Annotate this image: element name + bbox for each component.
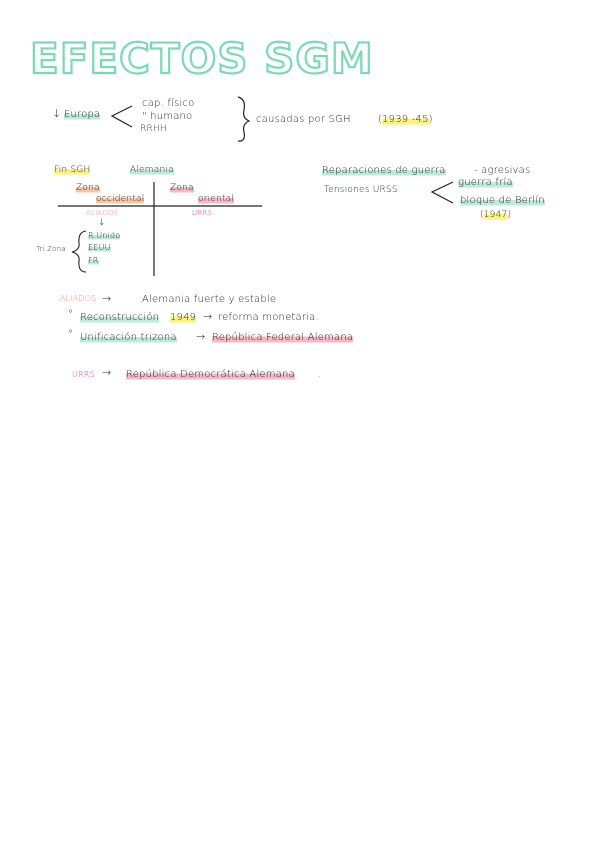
final-dot: .	[318, 369, 322, 380]
left-bracket-europa	[110, 105, 133, 128]
down-arrow-small-icon: ↓	[98, 218, 106, 228]
down-arrow-icon: ↓	[52, 107, 62, 120]
year-1947-wrap: (1947)	[480, 210, 512, 220]
year-1947: 1947	[483, 210, 508, 220]
republica-federal: República Federal Alemana	[212, 332, 354, 343]
zona-occ-2: occidental	[96, 194, 145, 204]
notes-aliados: ALIADOS	[60, 294, 97, 303]
page-title: EFECTOS SGM	[29, 34, 374, 83]
country-3: FR	[88, 256, 99, 265]
agresivas-label: - agresivas	[474, 165, 531, 176]
tensiones-label: Tensiones URSS	[324, 185, 398, 195]
year-1949: 1949	[170, 312, 197, 323]
europa-item-1: cap. físico	[142, 98, 195, 109]
bullet-1: °	[68, 309, 74, 320]
unificacion: Unificación trizona	[80, 332, 177, 343]
bullet-2: °	[68, 329, 74, 340]
bloqueo-label: bloque de Berlín	[460, 195, 545, 206]
zona-occ-1: Zona	[76, 183, 100, 193]
alemania-label: Alemania	[130, 165, 174, 175]
zona-or-1: Zona	[170, 183, 194, 193]
alemania-fuerte: Alemania fuerte y estable	[142, 294, 277, 305]
reparaciones-label: Reparaciones de guerra	[322, 165, 446, 176]
years-wrap: (1939 -45)	[378, 114, 433, 125]
trizona-brace	[71, 230, 87, 273]
reforma-monetaria: reforma monetaria.	[218, 312, 319, 323]
arrow-right-icon-1: →	[102, 292, 112, 305]
notes-urrs: URRS	[72, 370, 95, 379]
republica-democratica: República Democrática Alemana	[126, 369, 295, 380]
left-bracket-tensiones	[430, 181, 454, 204]
country-1: R.Unido	[88, 231, 121, 240]
causadas-text: causadas por SGH	[256, 114, 351, 125]
years-highlight: 1939 -45	[382, 114, 429, 125]
zona-or-2: oriental	[198, 194, 235, 204]
europa-label: Europa	[64, 109, 101, 120]
trizona-label: Tri Zona	[36, 245, 66, 253]
right-brace	[237, 96, 251, 142]
europa-item-2: " humano	[142, 111, 193, 122]
urrs-label: URRS	[192, 209, 213, 217]
europa-item-3: RRHH	[140, 124, 167, 134]
arrow-right-icon-4: →	[102, 366, 112, 379]
arrow-right-icon-3: →	[196, 330, 206, 343]
reconstruccion: Reconstrucción	[80, 312, 160, 323]
country-2: EEUU	[88, 243, 111, 252]
aliados-label: ALIADOS	[86, 209, 119, 217]
arrow-right-icon-2: →	[203, 310, 213, 323]
fin-sgh-label: Fin SGH	[54, 165, 91, 175]
guerra-fria-label: guerra fría	[458, 177, 513, 188]
